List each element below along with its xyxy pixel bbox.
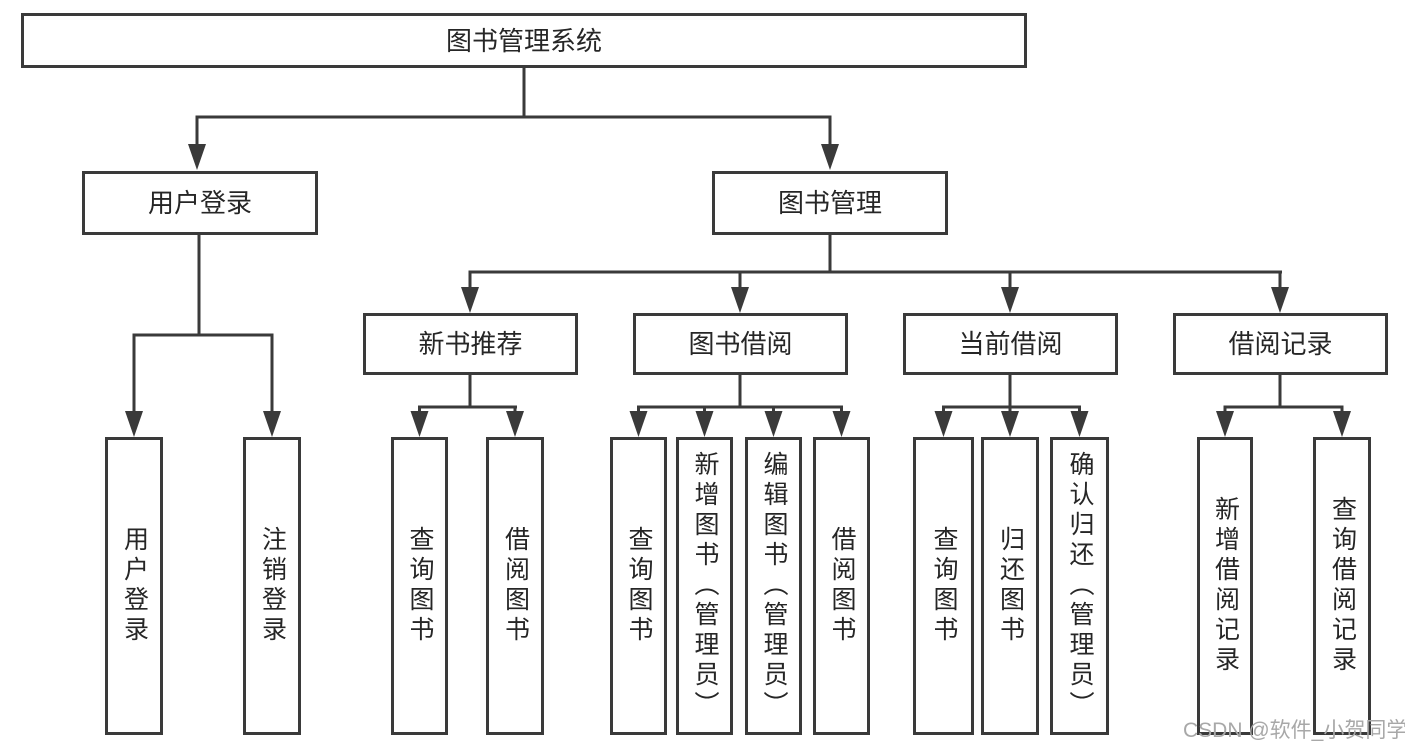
leaf-borrow-books-recommend: 借阅图书	[486, 437, 544, 735]
node-borrow-records: 借阅记录	[1173, 313, 1388, 375]
leaf-logout: 注销登录	[243, 437, 301, 735]
csdn-watermark: CSDN @软件_小贺同学	[1183, 719, 1405, 742]
leaf-confirm-return-admin: 确认归还（管理员）	[1050, 437, 1109, 735]
node-book-borrow: 图书借阅	[633, 313, 848, 375]
leaf-edit-book-admin: 编辑图书（管理员）	[745, 437, 802, 735]
leaf-return-books: 归还图书	[981, 437, 1039, 735]
leaf-query-borrow-record: 查询借阅记录	[1313, 437, 1371, 735]
node-new-book-recommend: 新书推荐	[363, 313, 578, 375]
leaf-borrow-books: 借阅图书	[813, 437, 870, 735]
node-current-borrow: 当前借阅	[903, 313, 1118, 375]
leaf-user-login: 用户登录	[105, 437, 163, 735]
leaf-query-books-recommend: 查询图书	[391, 437, 448, 735]
leaf-add-book-admin: 新增图书（管理员）	[676, 437, 733, 735]
node-book-management: 图书管理	[712, 171, 948, 235]
node-user-login: 用户登录	[82, 171, 318, 235]
leaf-query-books-current: 查询图书	[913, 437, 974, 735]
leaf-add-borrow-record: 新增借阅记录	[1197, 437, 1253, 735]
leaf-query-books-borrow: 查询图书	[610, 437, 667, 735]
root-node-library-system: 图书管理系统	[21, 13, 1027, 68]
